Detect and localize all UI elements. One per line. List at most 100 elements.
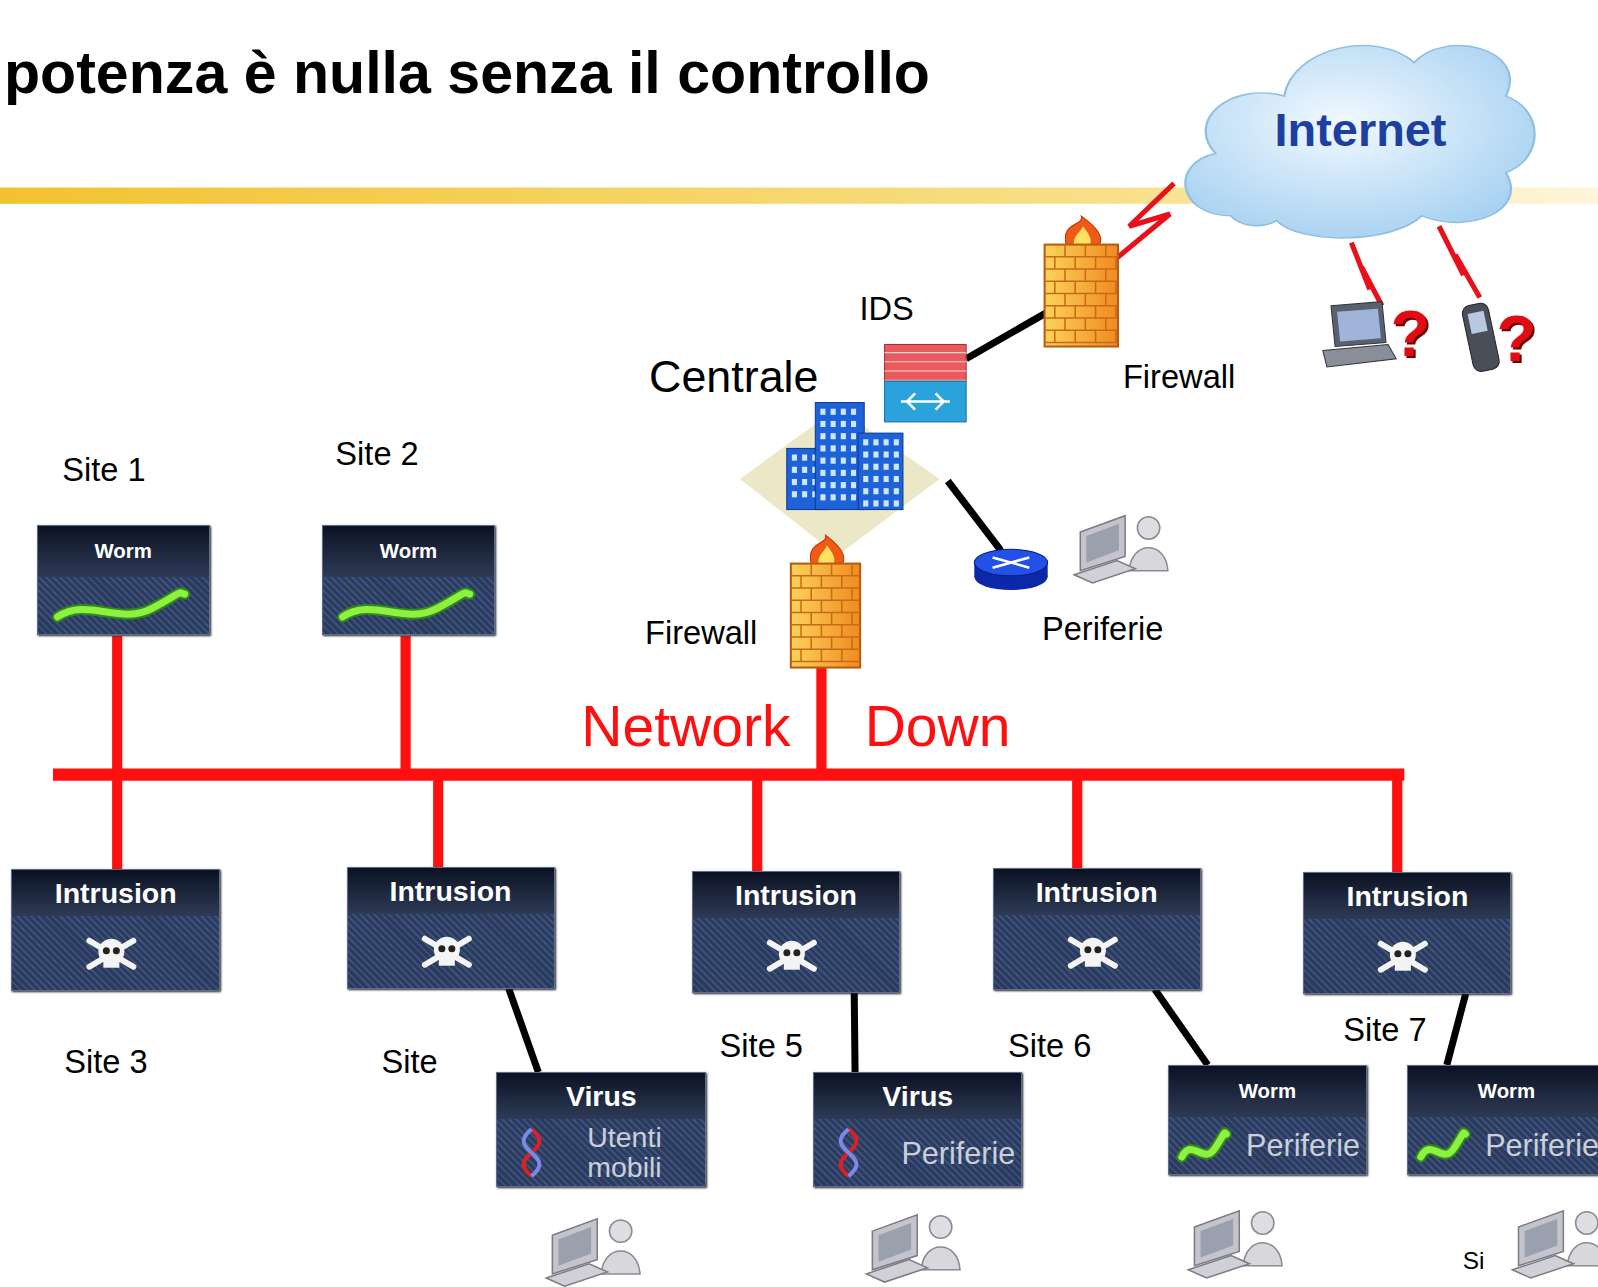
bus-drop [433,775,443,868]
illustration-part [113,947,120,954]
window [873,500,878,506]
illustration-part [841,1129,857,1176]
illustration-part [524,1129,540,1176]
illustration-part [831,637,833,649]
window [802,479,807,485]
illustration-part [831,564,833,576]
illustration-part [1468,311,1488,334]
illustration-part [1185,46,1534,238]
box-header: Worm [1169,1066,1366,1117]
window [863,439,868,445]
window [831,482,836,488]
firewall-icon [791,535,860,667]
threat-icon [1175,1117,1232,1174]
cloud-shape: Internet [1162,5,1544,244]
skull-symbol [90,939,134,968]
part-label: Periferie [1042,611,1163,647]
part-label: Firewall [645,615,757,651]
illustration-part [1337,309,1381,342]
skull-symbol [770,941,814,970]
illustration-part [438,945,445,952]
illustration-part [1054,330,1056,342]
bus-drop [401,636,411,775]
illustration-part [1105,294,1107,306]
illustration-part [546,1264,607,1286]
illustration-part [1395,962,1411,971]
site-box: IntrusionSite 7 [1303,872,1511,993]
window [792,467,797,473]
window [841,445,846,451]
illustration-part [831,612,833,624]
window [802,491,807,497]
illustration-part [609,1220,631,1242]
illustration-part [1576,1212,1598,1234]
illustration-group [0,183,1598,1286]
illustration-part [901,393,950,409]
window [863,464,868,470]
window [831,421,836,427]
illustration-part [885,352,967,353]
illustration-part [791,564,860,668]
site-box: WormSite 2 [322,525,495,635]
illustration-part [1084,946,1091,953]
illustration-part [1129,548,1168,571]
illustration-part [1054,306,1056,318]
illustration-part [1421,1133,1466,1157]
box-header: Virus [814,1073,1021,1119]
illustration-part [1085,294,1087,306]
window [873,488,878,494]
illustration-part [1045,293,1118,295]
illustration-part [1045,245,1118,347]
illustration-part [1405,950,1412,957]
illustration-part [1064,294,1066,306]
illustration-part [810,637,812,649]
box-body [994,915,1200,988]
illustration-part [1115,330,1117,342]
lightning-link [1439,226,1480,297]
illustration-part [851,637,853,649]
window [851,445,856,451]
threat-icon [820,1119,877,1186]
window [894,488,899,494]
illustration-part [1095,281,1097,293]
box-body [323,577,494,634]
illustration-part [1084,958,1100,967]
window [820,409,825,415]
threat-icon [12,916,211,989]
window [863,476,868,482]
status-label: Down [865,694,1011,757]
illustration-part [1243,1243,1282,1266]
window [831,470,836,476]
illustration-part [800,600,802,612]
illustration-part [558,1227,591,1266]
slide-title: potenza è nulla senza il controllo [4,43,930,102]
lightning-link [1111,183,1174,262]
workstation-icon [1074,516,1168,583]
illustration-part [1085,269,1087,281]
network-bus [53,768,1404,780]
illustration-part [1105,245,1107,257]
illustration-part [866,1260,927,1282]
threat-icon [38,577,201,634]
illustration-part [524,1129,540,1176]
site-box: VirusPeriferie [813,1072,1022,1187]
illustration-part [1105,269,1107,281]
site-box: WormSite 1 [37,525,210,635]
box-header: Virus [497,1073,705,1119]
illustration-part [104,959,120,968]
illustration-part [841,1129,857,1176]
window [820,433,825,439]
dna-symbol [524,1129,540,1176]
illustration-part [841,649,843,661]
threat-icon [693,918,891,991]
illustration-part [1182,1133,1227,1157]
cloud-label: Internet [1275,103,1447,157]
illustration-part [1064,318,1066,330]
illustration-part [851,588,853,600]
worm-symbol [343,593,470,617]
window [841,482,846,488]
group-label: Utenti mobili [587,1123,699,1183]
site-label: Site 2 [335,435,418,473]
illustration-part [821,576,823,588]
illustration-part [1085,245,1087,257]
